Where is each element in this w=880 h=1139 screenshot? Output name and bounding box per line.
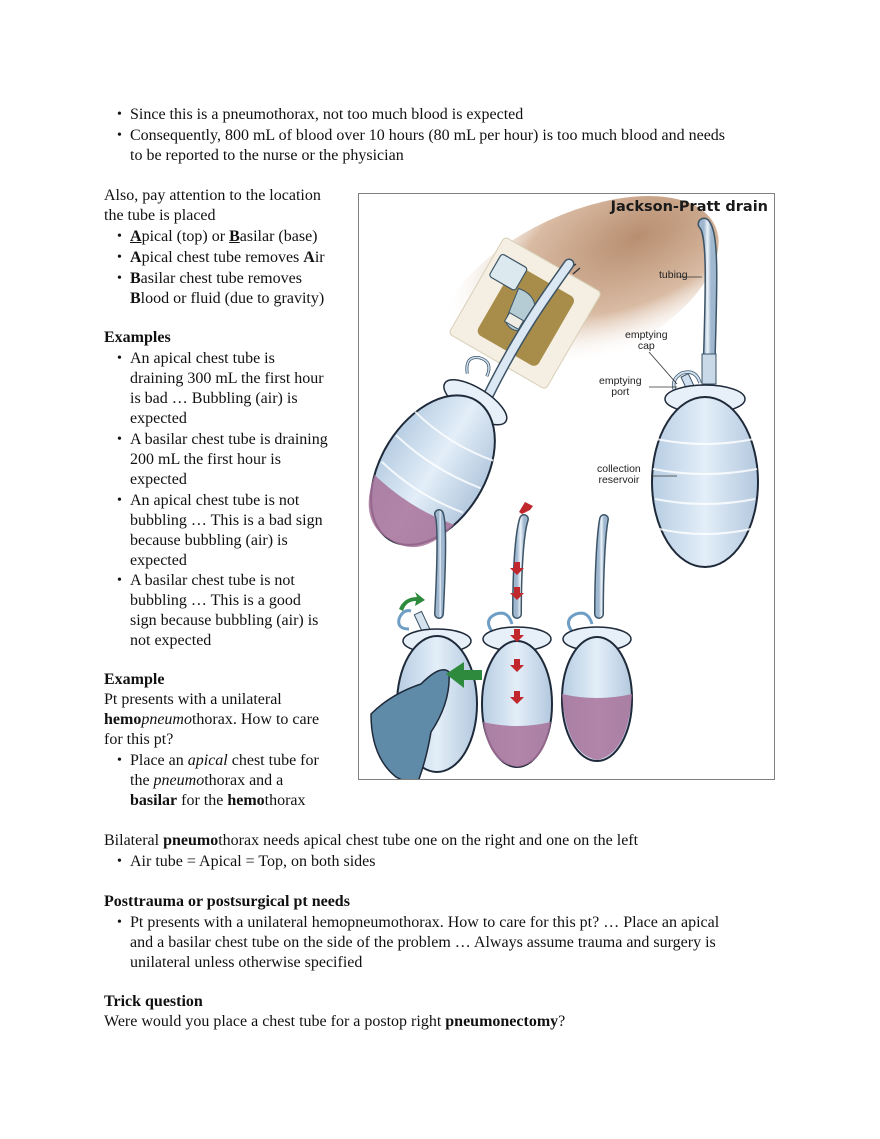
figure-title: Jackson-Pratt drain xyxy=(610,199,768,215)
bullet-text: the pneumothorax and a xyxy=(130,772,284,789)
bullet-dot: • xyxy=(117,854,122,869)
bullet-dot: • xyxy=(117,250,122,265)
example-heading: Example xyxy=(104,671,165,688)
label-tubing: tubing xyxy=(659,269,688,281)
bullet-dot: • xyxy=(117,107,122,122)
bulb-draining-icon xyxy=(481,502,553,768)
bullet-text: Place an apical chest tube for xyxy=(130,752,319,769)
bulb-filled-icon xyxy=(561,514,633,762)
examples-heading: Examples xyxy=(104,329,171,346)
label-collection-reservoir: collection reservoir xyxy=(597,463,641,486)
bullet-dot: • xyxy=(117,432,122,447)
label-emptying-port: emptying port xyxy=(599,375,642,398)
location-lead-line-2: the tube is placed xyxy=(104,207,216,224)
bullet-dot: • xyxy=(117,351,122,366)
label-emptying-cap: emptying cap xyxy=(625,329,668,352)
bullet-text: Basilar chest tube removes xyxy=(130,270,302,287)
flow-arrows-icon xyxy=(510,562,524,704)
bulb-squeeze-icon xyxy=(370,509,482,779)
bullet-dot: • xyxy=(117,128,122,143)
bullet-dot: • xyxy=(117,915,122,930)
bullet-dot: • xyxy=(117,229,122,244)
bullet-text: basilar for the hemothorax xyxy=(130,792,306,809)
example-line-1: Pt presents with a unilateral xyxy=(104,691,282,708)
arrow-squeeze-icon xyxy=(446,662,482,688)
arrow-cap-icon xyxy=(399,592,425,611)
glove-icon xyxy=(370,669,450,779)
bullet-text: Apical chest tube removes Air xyxy=(130,249,325,266)
jackson-pratt-drain-illustration xyxy=(368,196,759,779)
bullet-dot: • xyxy=(117,493,122,508)
bulb-labeled-icon xyxy=(651,217,759,568)
bullet-dot: • xyxy=(117,753,122,768)
trick-heading: Trick question xyxy=(104,993,203,1010)
bulb-attached-icon xyxy=(368,356,508,548)
jackson-pratt-drain-figure: Jackson-Pratt drain tubing emptying cap … xyxy=(358,193,775,780)
bullet-dot: • xyxy=(117,573,122,588)
posttrauma-heading: Posttrauma or postsurgical pt needs xyxy=(104,893,350,910)
bilateral-line: Bilateral pneumothorax needs apical ches… xyxy=(104,832,639,849)
bullet-text-cont: Blood or fluid (due to gravity) xyxy=(130,290,325,307)
trick-question-line: Were would you place a chest tube for a … xyxy=(104,1013,566,1030)
location-lead-line-1: Also, pay attention to the location xyxy=(104,187,321,204)
bullet-dot: • xyxy=(117,271,122,286)
example-line-3: for this pt? xyxy=(104,731,174,748)
example-line-2: hemopneumothorax. How to care xyxy=(104,711,320,728)
bullet-text: Apical (top) or Basilar (base) xyxy=(130,228,318,245)
